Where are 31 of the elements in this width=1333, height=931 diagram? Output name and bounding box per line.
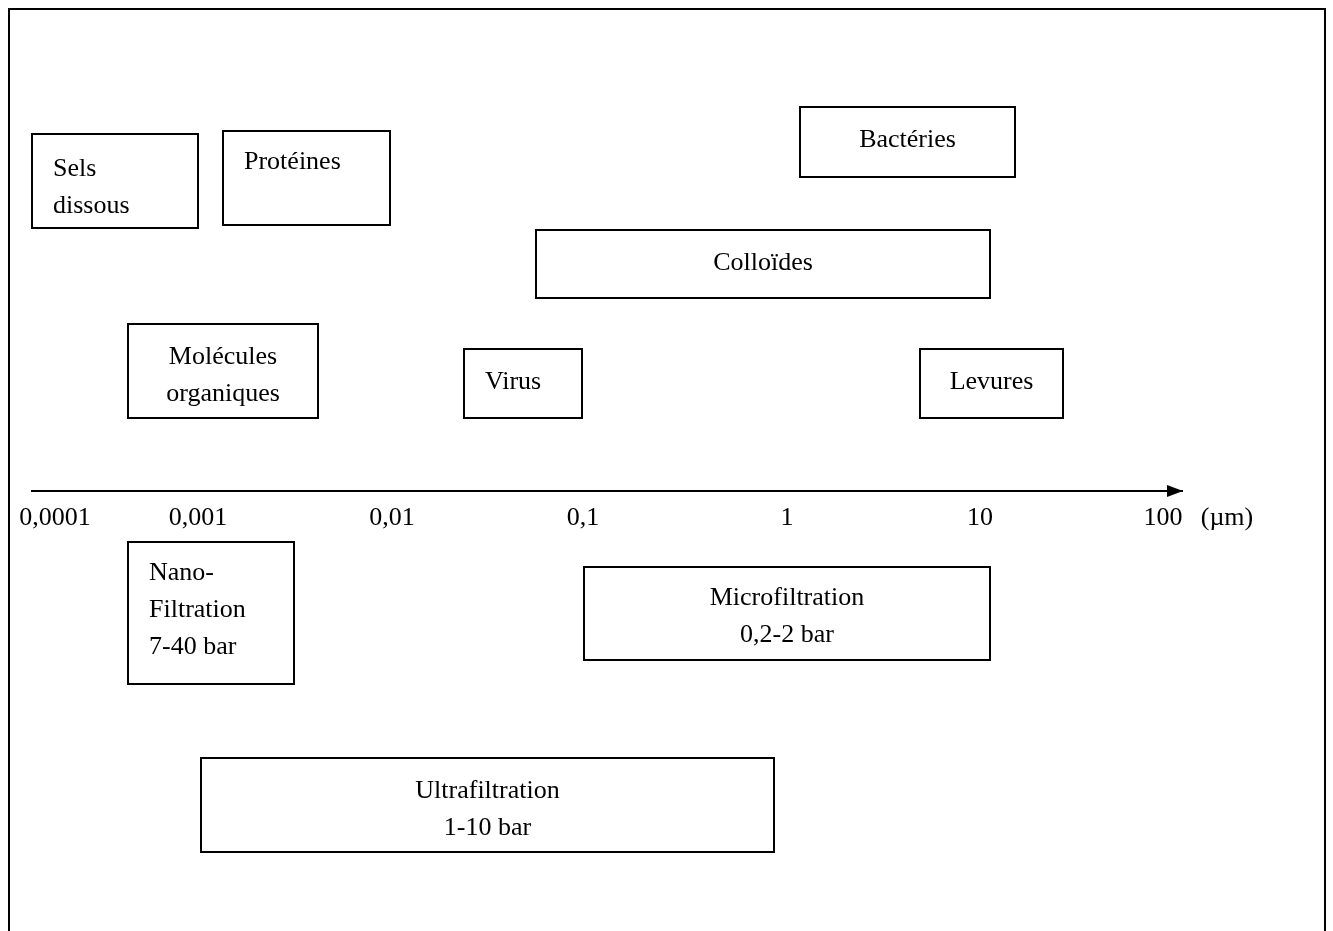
axis-tick-label: 0,01 [369, 502, 415, 532]
box-label: Molécules organiques [165, 340, 281, 409]
axis-tick-label: 0,0001 [19, 502, 91, 532]
box-label: Colloïdes [713, 246, 813, 278]
category-box [583, 566, 991, 661]
box-label: Bactéries [859, 123, 956, 155]
box-label: 0,2-2 bar [740, 618, 834, 650]
box-label: Protéines [244, 145, 341, 177]
axis-tick-label: 0,001 [168, 502, 228, 532]
axis-tick-label: 0,1 [566, 502, 600, 532]
box-label: Nano- Filtration [149, 556, 247, 625]
category-box [127, 541, 295, 685]
category-box [919, 348, 1064, 419]
category-box [31, 133, 199, 229]
category-box [127, 323, 319, 419]
box-label: 1-10 bar [443, 811, 532, 843]
axis-tick-label: 10 [967, 502, 993, 532]
box-label: Levures [949, 365, 1034, 397]
category-box [535, 229, 991, 299]
category-box [222, 130, 391, 226]
category-box [463, 348, 583, 419]
box-label: Virus [485, 365, 542, 397]
box-label: Sels dissous [53, 152, 131, 221]
box-label: Ultrafiltration [415, 774, 560, 806]
axis-tick-label: (µm) [1200, 502, 1254, 532]
box-label: 7-40 bar [149, 630, 237, 662]
box-label: Microfiltration [709, 581, 865, 613]
axis-tick-label: 100 [1143, 502, 1183, 532]
category-box [799, 106, 1016, 178]
category-box [200, 757, 775, 853]
axis-tick-label: 1 [780, 502, 794, 532]
